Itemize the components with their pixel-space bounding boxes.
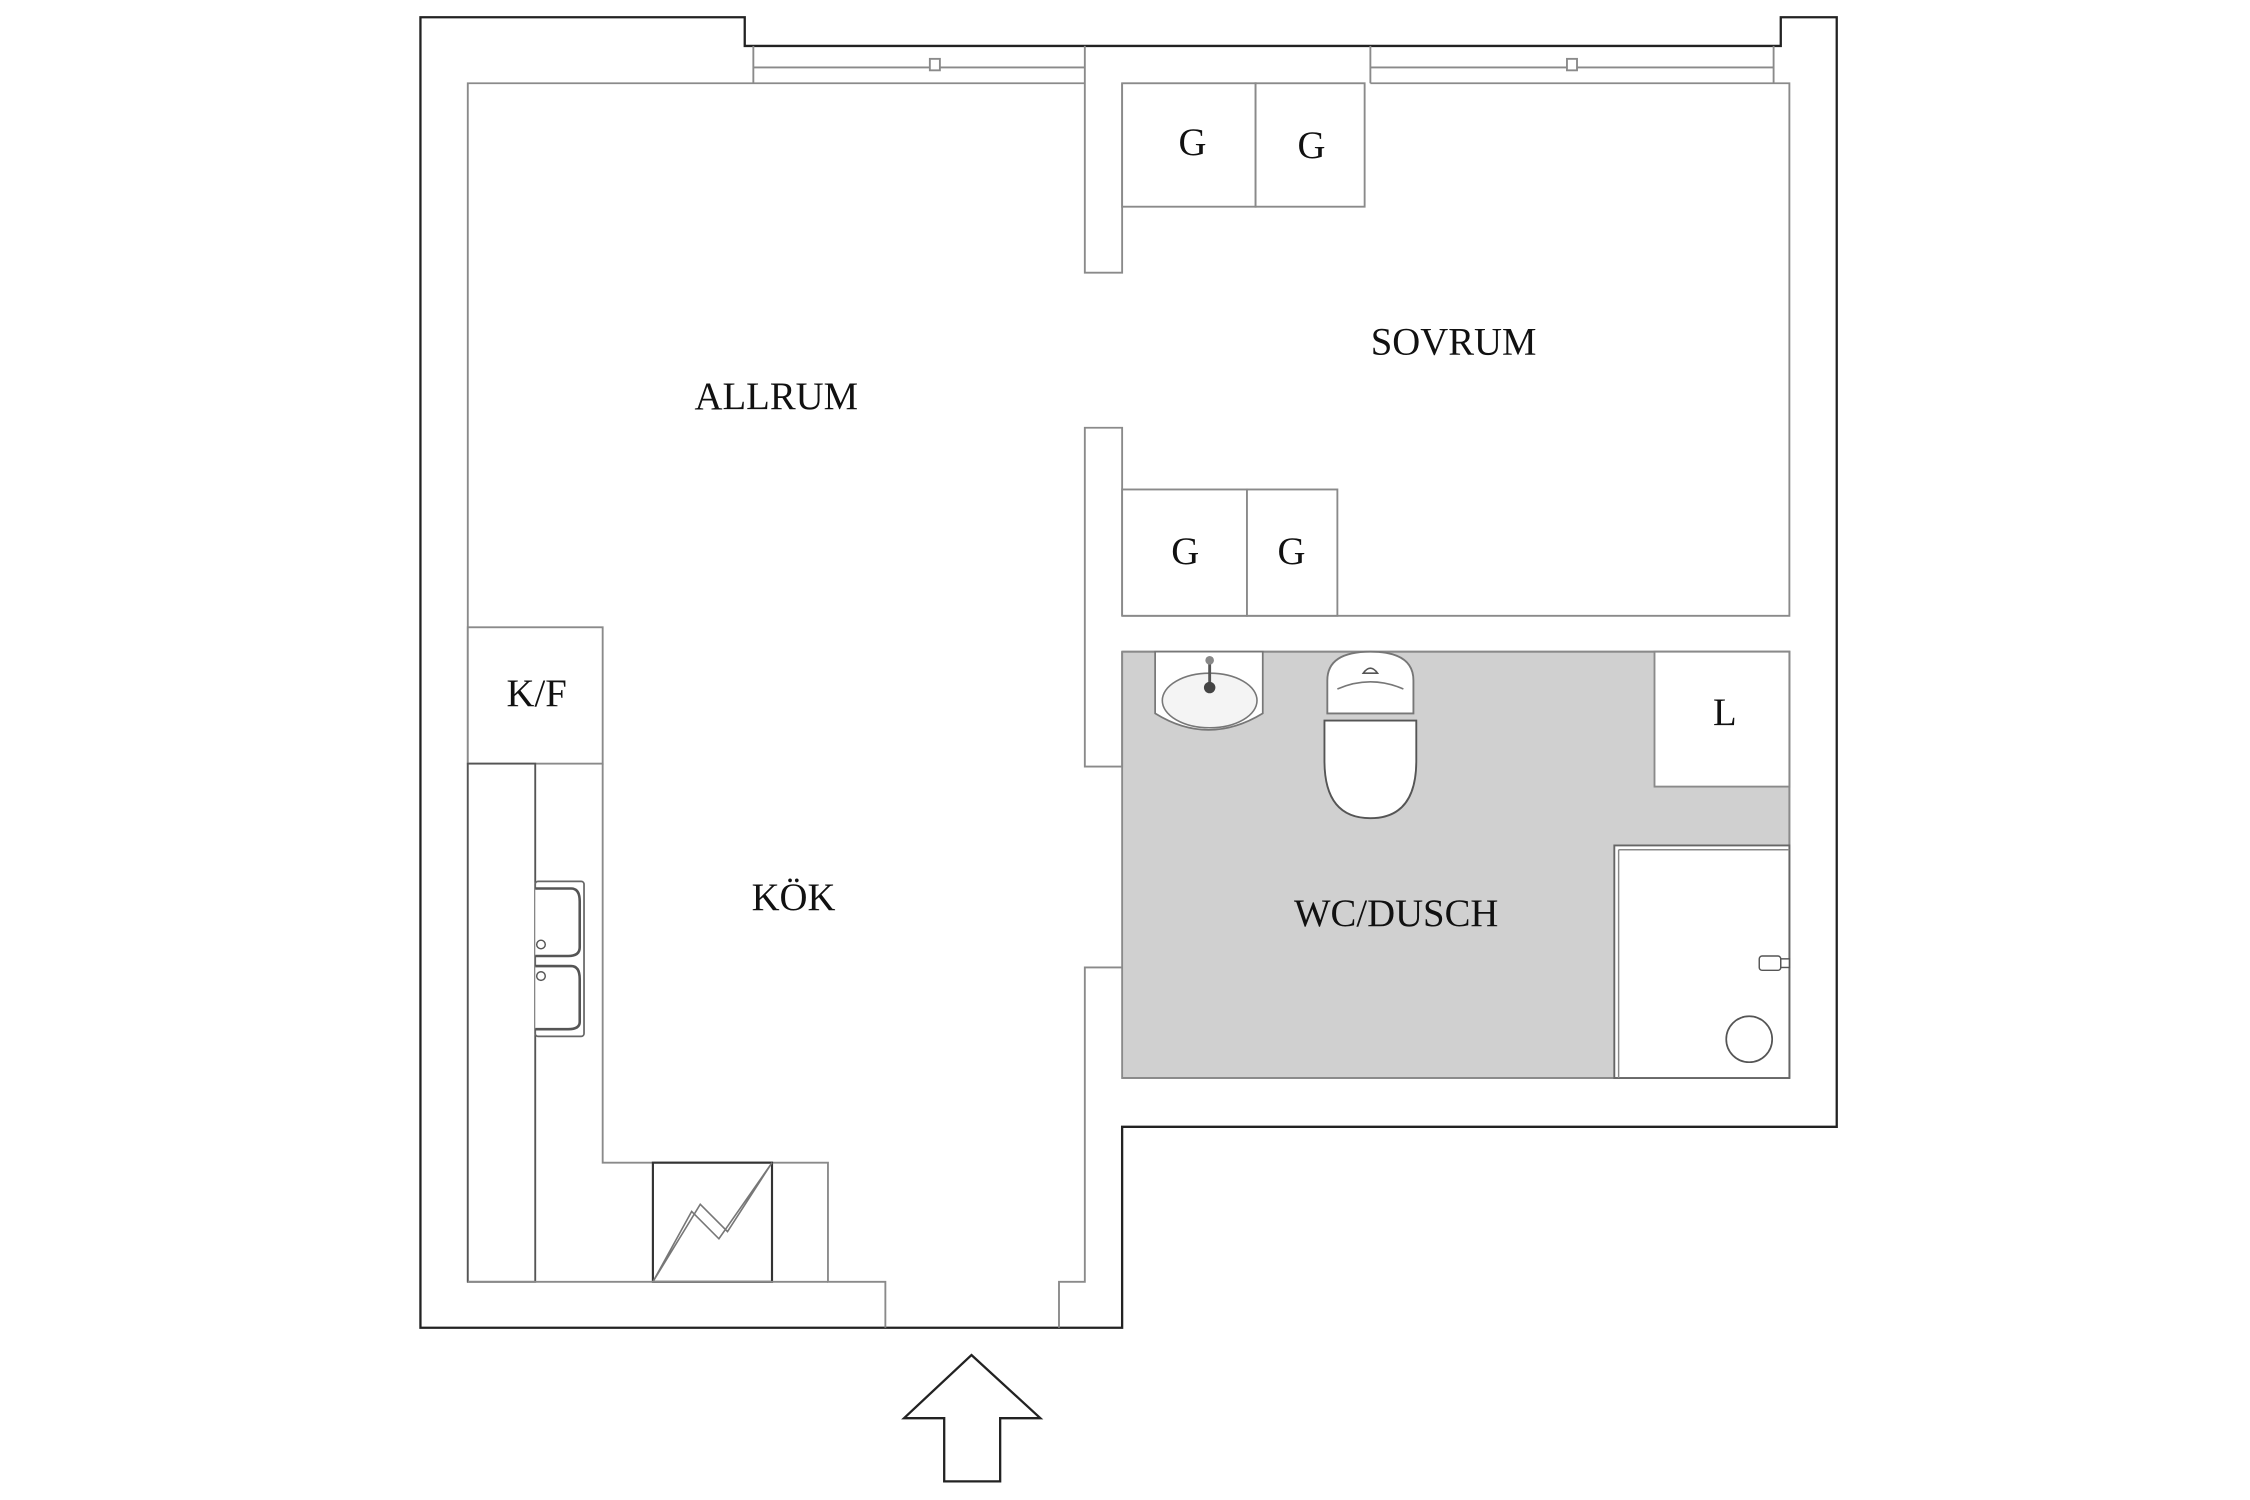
wardrobe-label: G [1178,121,1206,164]
window-right [1369,45,1775,84]
room-label-wc-dusch: WC/DUSCH [1294,892,1498,935]
outer-wall [419,16,1838,1329]
wall-divider-low [1058,966,1123,1328]
wardrobe-1 [1121,82,1257,208]
kitchen-counter [601,763,887,1328]
laundry-unit [1653,650,1791,788]
wall-divider-top [1083,45,1124,274]
wardrobe-bottom-group: G G [1121,488,1339,617]
bedroom-inner-wall [1122,82,1791,617]
wardrobe-2 [1254,82,1366,208]
room-label-allrum: ALLRUM [695,375,859,418]
wardrobe-top-group: G G [1121,82,1366,208]
fridge-freezer-label: K/F [507,672,567,715]
wardrobe-label: G [1277,530,1305,573]
shower-head-icon [1758,955,1782,972]
kitchen-sink-icon [534,880,585,1038]
laundry-label: L [1713,691,1737,734]
stove-icon [651,1161,774,1283]
wardrobe-label: G [1171,530,1199,573]
shower-area [1613,844,1791,1079]
washbasin-icon [1154,650,1264,731]
wall-divider-mid [1083,426,1124,768]
toilet-icon [1323,650,1418,820]
room-label-kok: KÖK [752,876,836,919]
window-left [752,45,1085,84]
wardrobe-4 [1246,488,1339,617]
wardrobe-3 [1121,488,1248,617]
wardrobe-label: G [1298,124,1326,167]
shower-drain-icon [1725,1015,1774,1064]
fridge-freezer [466,626,604,765]
room-label-sovrum: SOVRUM [1371,321,1537,364]
entrance-arrow-icon [901,1353,1044,1483]
counter-strip [466,762,537,1283]
